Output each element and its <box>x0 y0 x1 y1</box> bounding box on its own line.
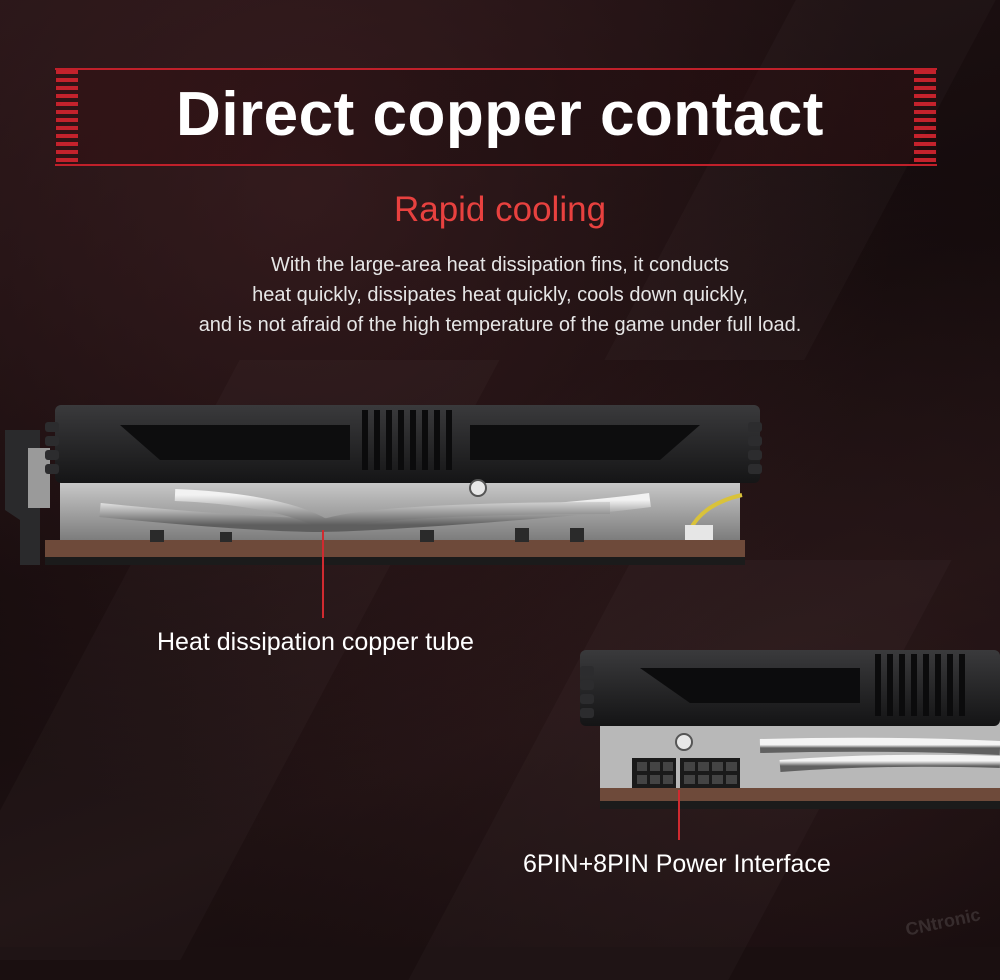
subtitle: Rapid cooling <box>393 190 607 229</box>
copper-tube-label: Heat dissipation copper tube <box>157 628 474 656</box>
power-interface-pointer <box>678 790 680 840</box>
page-title: Direct copper contact <box>176 80 824 149</box>
description-line: With the large-area heat dissipation fin… <box>270 254 730 276</box>
power-connector-closeup-image <box>580 650 1000 809</box>
power-interface-label: 6PIN+8PIN Power Interface <box>523 850 831 878</box>
title-frame <box>55 68 937 166</box>
copper-tube-pointer <box>322 530 324 618</box>
description-line: heat quickly, dissipates heat quickly, c… <box>252 284 748 306</box>
frame-right-ornament <box>914 70 936 164</box>
description-line: and is not afraid of the high temperatur… <box>198 314 802 336</box>
graphics-card-side-image <box>5 405 762 565</box>
description: With the large-area heat dissipation fin… <box>0 250 1000 340</box>
frame-left-ornament <box>56 70 78 164</box>
